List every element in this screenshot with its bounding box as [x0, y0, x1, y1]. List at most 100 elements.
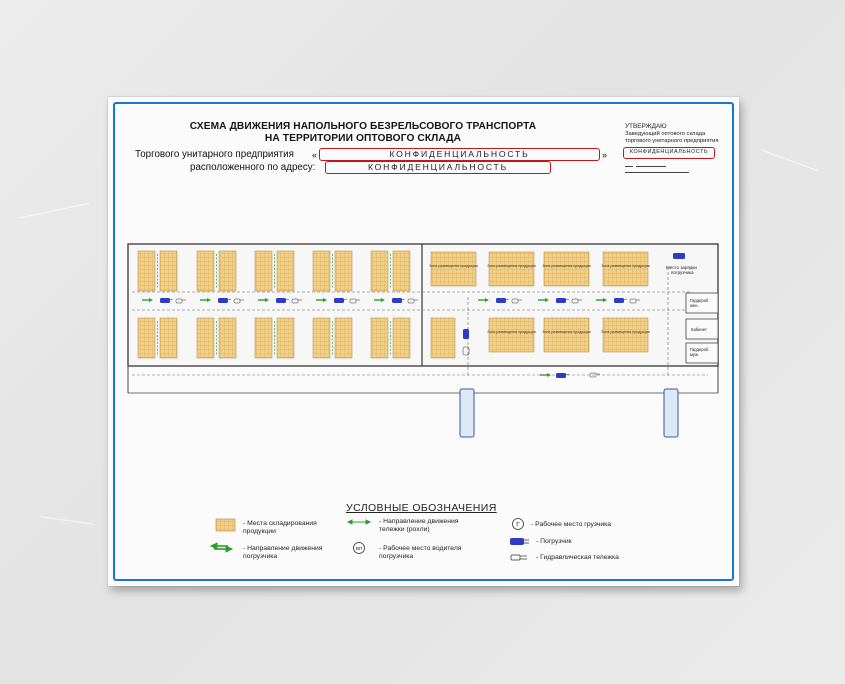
legend-driver-workplace-letters: ВП [356, 546, 362, 551]
pallet-jack-marker [233, 298, 241, 304]
storage-rack [370, 317, 389, 359]
address-field: КОНФИДЕНЦИАЛЬНОСТЬ [325, 161, 551, 174]
room-office: Кабинет [691, 327, 707, 332]
storage-zone-label: Зона размещения продукции [601, 330, 649, 334]
title-line-1: СХЕМА ДВИЖЕНИЯ НАПОЛЬНОГО БЕЗРЕЛЬСОВОГО … [189, 121, 537, 132]
forklift-marker [614, 298, 624, 303]
charging-forklift-marker [673, 253, 685, 259]
loading-docks [459, 388, 679, 438]
storage-rack [159, 250, 178, 292]
pallet-jack-marker [629, 298, 637, 304]
forklift-marker [160, 298, 170, 303]
storage-rack [137, 317, 156, 359]
storage-zone [430, 251, 477, 287]
legend-title: УСЛОВНЫЕ ОБОЗНАЧЕНИЯ [346, 502, 497, 514]
legend-driver-workplace-icon: ВП [353, 542, 365, 554]
enterprise-name-field: КОНФИДЕНЦИАЛЬНОСТЬ [319, 148, 600, 161]
forklift-marker [463, 329, 469, 339]
address-label: расположенного по адресу: [190, 162, 316, 173]
blue-frame [113, 102, 734, 581]
legend-symbols: ВП Г [209, 518, 529, 561]
sign-line-2 [636, 166, 666, 167]
legend-loader-worker-text: - Рабочее место грузчика [531, 521, 612, 528]
storage-rack [137, 250, 156, 292]
forklift-marker [392, 298, 402, 303]
signboard: СХЕМА ДВИЖЕНИЯ НАПОЛЬНОГО БЕЗРЕЛЬСОВОГО … [108, 97, 739, 586]
storage-zone [602, 251, 649, 287]
storage-zone [543, 251, 590, 287]
storage-rack [196, 250, 215, 292]
legend-storage-icon [215, 518, 236, 532]
storage-zone [488, 251, 535, 287]
storage-rack [392, 250, 411, 292]
forklift-marker [276, 298, 286, 303]
room-wardrobe-2: Гардероб муж. [690, 347, 709, 357]
storage-rack [430, 317, 456, 359]
forklift-marker [218, 298, 228, 303]
pallet-jack-marker [462, 346, 470, 356]
storage-zone [543, 317, 590, 353]
legend-forklift-icon [510, 538, 529, 545]
storage-rack [254, 317, 273, 359]
storage-rack [218, 317, 237, 359]
charging-place-line1: Место зарядки [666, 265, 697, 270]
storage-blocks-left [137, 250, 456, 359]
storage-zone-label: Зона размещения продукции [429, 264, 477, 268]
legend-loader-worker-letter: Г [516, 522, 520, 529]
quote-close: » [602, 150, 608, 160]
legend-pallet-jack-text: - Гидравлическая тележка [536, 554, 619, 561]
storage-rack [392, 317, 411, 359]
pallet-jack-marker [571, 298, 579, 304]
forklift-marker [556, 373, 566, 378]
pallet-jack-marker [175, 298, 183, 304]
title-line-2: НА ТЕРРИТОРИИ ОПТОВОГО СКЛАДА [264, 133, 462, 144]
forklift-marker [334, 298, 344, 303]
aisle-lines [132, 267, 708, 376]
legend-forklift-text: - Погрузчик [536, 538, 572, 545]
legend-loader-worker-icon: Г [512, 518, 524, 530]
approval-position-2: торгового унитарного предприятия [625, 138, 719, 144]
storage-rack [218, 250, 237, 292]
enterprise-label: Торгового унитарного предприятия [135, 149, 294, 160]
storage-zone [488, 317, 535, 353]
storage-rack [312, 250, 331, 292]
approval-label: УТВЕРЖДАЮ [625, 123, 667, 130]
pallet-jack-marker [511, 298, 519, 304]
storage-zone-label: Зона размещения продукции [487, 264, 535, 268]
storage-zone-label: Зона размещения продукции [542, 330, 590, 334]
storage-rack [334, 317, 353, 359]
service-rooms [685, 292, 719, 364]
storage-rack [312, 317, 331, 359]
storage-rack [276, 250, 295, 292]
sign-line-1 [625, 166, 633, 167]
legend-cart-direction-icon [346, 519, 372, 525]
pallet-jack-marker [589, 372, 597, 378]
pallet-jack-marker [407, 298, 415, 304]
charging-place-line2: погрузчика [671, 270, 694, 275]
forklift-marker [556, 298, 566, 303]
pallet-jack-marker [349, 298, 357, 304]
legend-pallet-jack-icon [510, 554, 527, 561]
storage-zone-label: Зона размещения продукции [487, 330, 535, 334]
storage-rack [276, 317, 295, 359]
traffic-markers [142, 253, 685, 378]
forklift-marker [496, 298, 506, 303]
pallet-jack-marker [291, 298, 299, 304]
quote-open: « [312, 150, 318, 160]
storage-rack [196, 317, 215, 359]
storage-zone [602, 317, 649, 353]
room-wardrobe-1: Гардероб жен. [690, 298, 709, 308]
approval-name-field: КОНФИДЕНЦИАЛЬНОСТЬ [623, 147, 715, 159]
storage-zone-label: Зона размещения продукции [601, 264, 649, 268]
approval-position-1: Заведующий оптового склада [625, 131, 706, 137]
legend-loader-direction-icon [209, 542, 234, 553]
storage-rack [334, 250, 353, 292]
storage-rack [159, 317, 178, 359]
storage-rack [254, 250, 273, 292]
